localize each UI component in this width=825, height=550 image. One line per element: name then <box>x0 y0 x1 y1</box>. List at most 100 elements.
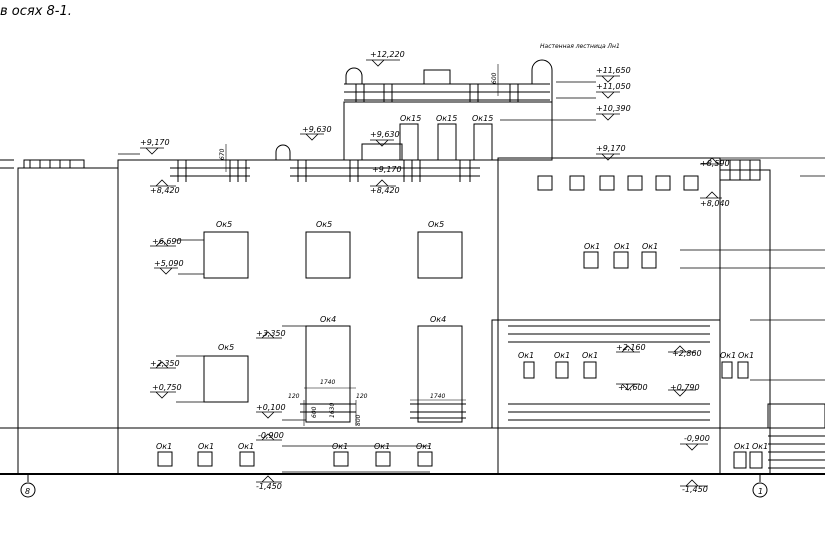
label-ok1: Ок1 <box>734 442 750 451</box>
drawing-title: в осях 8-1. <box>0 4 72 19</box>
elev-9170b: +9,170 <box>372 165 402 174</box>
label-ok15: Ок15 <box>472 114 493 123</box>
entrance-portal <box>491 319 721 429</box>
dim-800: 800 <box>355 414 362 426</box>
elev-m1450a: -1,450 <box>256 482 282 491</box>
elevation-leaders <box>118 59 825 487</box>
roof-exhaust-box <box>423 69 451 85</box>
label-ok15: Ок15 <box>436 114 457 123</box>
window-ok15 <box>437 123 457 161</box>
dim-1630: 1630 <box>329 403 336 418</box>
elev-m1450b: -1,450 <box>682 485 708 494</box>
window-ok5 <box>417 231 463 279</box>
label-ok1: Ок1 <box>582 351 598 360</box>
axis-label-right: 1 <box>758 487 763 496</box>
label-ok1: Ок1 <box>332 442 348 451</box>
elev-2350: +2,350 <box>150 359 180 368</box>
balcony-railing-ok4 <box>300 403 466 419</box>
label-ok1: Ок1 <box>554 351 570 360</box>
window-ok1 <box>641 251 657 269</box>
dim-670: 670 <box>219 148 226 160</box>
window-ok15 <box>399 123 419 161</box>
dim-120a: 120 <box>288 393 300 400</box>
elev-8420b: +8,420 <box>370 186 400 195</box>
label-ok1: Ок1 <box>238 442 254 451</box>
window-ok5 <box>305 231 351 279</box>
elev-10390: +10,390 <box>596 104 631 113</box>
elev-9630a: +9,630 <box>302 125 332 134</box>
elev-m0900b: -0,900 <box>684 434 710 443</box>
elev-8040: +8,040 <box>700 199 730 208</box>
label-ok1: Ок1 <box>374 442 390 451</box>
dim-1740a: 1740 <box>320 379 335 386</box>
elev-11050: +11,050 <box>596 82 631 91</box>
entrance-railings <box>508 325 710 421</box>
axis-label-left: 8 <box>25 487 30 496</box>
roof-dome-left <box>345 67 363 84</box>
window-ok4 <box>305 325 351 423</box>
elev-11650: +11,650 <box>596 66 631 75</box>
roof-dome-small <box>275 144 291 160</box>
window-ok1 <box>583 361 597 379</box>
stair-note: Настенная лестница Лн1 <box>540 43 620 50</box>
label-ok4: Ок4 <box>320 315 336 324</box>
axis-bubble-left <box>20 482 36 498</box>
dim-600: 600 <box>491 72 498 84</box>
label-ok4: Ок4 <box>430 315 446 324</box>
label-ok1: Ок1 <box>518 351 534 360</box>
parapet-railing-left <box>23 159 85 169</box>
right-block-railing <box>719 159 761 181</box>
window-ok1 <box>613 251 629 269</box>
dim-600b: 600 <box>311 406 318 418</box>
elev-9170a: +9,170 <box>140 138 170 147</box>
roof-vestibule <box>361 143 403 161</box>
elev-5090: +5,090 <box>154 259 184 268</box>
label-ok1: Ок1 <box>416 442 432 451</box>
elev-12220: +12,220 <box>370 50 405 59</box>
label-ok5: Ок5 <box>316 220 332 229</box>
window-ok1 <box>721 361 733 379</box>
window-ok15 <box>473 123 493 161</box>
axis-bubble-right <box>752 482 768 498</box>
dim-1740b: 1740 <box>430 393 445 400</box>
roof-dome-stair <box>531 59 553 158</box>
window-ok1 <box>737 361 749 379</box>
right-block-wall <box>497 157 721 321</box>
elev-1600: +1,600 <box>618 383 648 392</box>
elev-0100: +0,100 <box>256 403 286 412</box>
label-ok15: Ок15 <box>400 114 421 123</box>
label-ok1: Ок1 <box>614 242 630 251</box>
roof-railing-main <box>170 159 480 182</box>
elev-m0900a: -0,900 <box>258 431 284 440</box>
elev-2860: +2,860 <box>672 349 702 358</box>
label-ok1: Ок1 <box>584 242 600 251</box>
label-ok5: Ок5 <box>428 220 444 229</box>
window-ok1 <box>555 361 569 379</box>
entrance-stair <box>767 403 825 469</box>
penthouse-railing <box>344 83 550 102</box>
window-ok1 <box>583 251 599 269</box>
elev-0790: +0,790 <box>670 383 700 392</box>
elev-3350: +3,350 <box>256 329 286 338</box>
window-ok4 <box>417 325 463 423</box>
dimension-lines <box>225 64 499 426</box>
label-ok1: Ок1 <box>738 351 754 360</box>
label-ok1: Ок1 <box>198 442 214 451</box>
window-ok5 <box>203 231 249 279</box>
dim-120b: 120 <box>356 393 368 400</box>
label-ok1: Ок1 <box>720 351 736 360</box>
window-ok1 <box>523 361 535 379</box>
elev-0750: +0,750 <box>152 383 182 392</box>
elev-8590: +8,590 <box>700 159 730 168</box>
label-ok5: Ок5 <box>218 343 234 352</box>
right-block-top-windows <box>537 175 699 191</box>
elev-8420a: +8,420 <box>150 186 180 195</box>
elev-9170c: +9,170 <box>596 144 626 153</box>
basement-windows <box>157 451 763 469</box>
label-ok1: Ок1 <box>752 442 768 451</box>
elev-9630b: +9,630 <box>370 130 400 139</box>
label-ok1: Ок1 <box>642 242 658 251</box>
label-ok1: Ок1 <box>156 442 172 451</box>
window-ok5 <box>203 355 249 403</box>
